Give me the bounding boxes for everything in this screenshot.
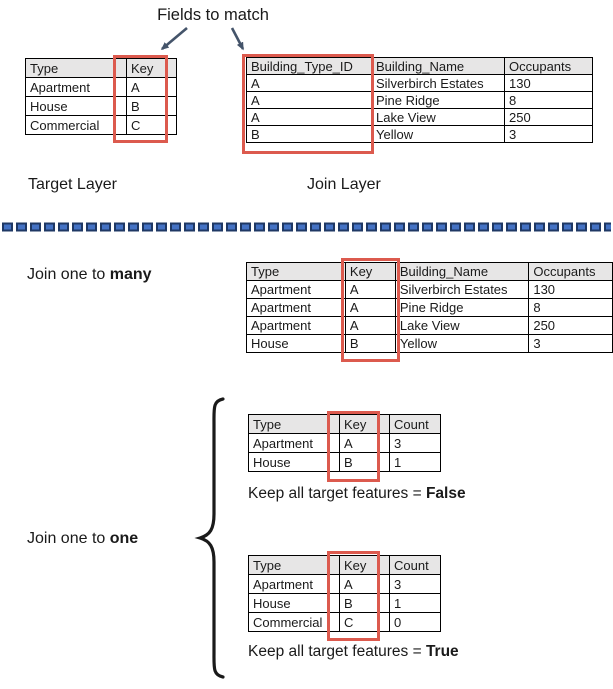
- target-key-highlight: [113, 55, 168, 143]
- table-cell: B: [344, 334, 396, 353]
- table-cell: Apartment: [248, 574, 340, 594]
- table-cell: Silverbirch Estates: [394, 280, 530, 299]
- column-header: Occupants: [528, 262, 613, 281]
- label-bold-text: many: [109, 266, 152, 283]
- table-cell: 0: [389, 612, 441, 632]
- table-cell: Pine Ridge: [371, 91, 505, 109]
- table-cell: 1: [389, 593, 441, 613]
- join-one-to-many-label: Join one to many: [27, 266, 152, 284]
- arrow-to-join-key-icon: [230, 27, 245, 51]
- table-cell: House: [248, 452, 340, 472]
- column-header: Building_Type_ID: [246, 57, 372, 75]
- table-cell: Apartment: [248, 433, 340, 453]
- join-one-to-one-label: Join one to one: [27, 530, 138, 548]
- column-header: Type: [248, 414, 340, 434]
- table-cell: Apartment: [246, 280, 346, 299]
- many-key-highlight: [341, 258, 400, 362]
- table-cell: 250: [528, 316, 613, 335]
- table-cell: Lake View: [371, 108, 505, 126]
- column-header: Occupants: [504, 57, 593, 75]
- column-header: Count: [389, 414, 441, 434]
- join-key-highlight: [242, 54, 374, 154]
- table-cell: C: [126, 115, 177, 135]
- table-cell: 130: [504, 74, 593, 92]
- table-cell: Apartment: [246, 316, 346, 335]
- field-match-arrows-icon: [160, 27, 245, 51]
- table-cell: 3: [389, 433, 441, 453]
- table-cell: House: [25, 96, 127, 116]
- caption-bold-text: True: [425, 643, 459, 660]
- table-cell: House: [246, 334, 346, 353]
- curly-brace-icon: [194, 397, 225, 679]
- label-bold-text: one: [109, 530, 139, 547]
- table-cell: Yellow: [394, 334, 530, 353]
- table-cell: House: [248, 593, 340, 613]
- false-key-highlight: [327, 411, 380, 482]
- column-header: Type: [25, 58, 127, 78]
- table-cell: 250: [504, 108, 593, 126]
- true-key-highlight: [327, 551, 380, 641]
- label-text: Join one to: [27, 530, 110, 547]
- table-cell: Commercial: [25, 115, 127, 135]
- table-cell: 3: [528, 334, 613, 353]
- caption-text: Keep all target features =: [248, 485, 426, 502]
- column-header: Count: [389, 555, 441, 575]
- keep-true-caption: Keep all target features = True: [248, 643, 459, 661]
- section-divider: [2, 222, 611, 232]
- table-cell: Yellow: [371, 125, 505, 143]
- fields-to-match-label: Fields to match: [157, 6, 269, 24]
- caption-text: Keep all target features =: [248, 643, 426, 660]
- table-cell: 8: [528, 298, 613, 317]
- table-cell: 130: [528, 280, 613, 299]
- label-text: Join one to: [27, 266, 110, 283]
- arrow-to-target-key-icon: [160, 27, 188, 50]
- join-layer-label: Join Layer: [307, 176, 381, 193]
- table-cell: Commercial: [248, 612, 340, 632]
- column-header: Building_Name: [394, 262, 530, 281]
- caption-bold-text: False: [425, 485, 466, 502]
- table-cell: Apartment: [246, 298, 346, 317]
- target-layer-label: Target Layer: [28, 176, 117, 193]
- table-cell: Lake View: [394, 316, 530, 335]
- column-header: Type: [248, 555, 340, 575]
- table-cell: B: [246, 125, 372, 143]
- table-cell: 3: [504, 125, 593, 143]
- table-cell: Apartment: [25, 77, 127, 97]
- column-header: Building_Name: [371, 57, 505, 75]
- keep-false-caption: Keep all target features = False: [248, 485, 466, 503]
- table-cell: Silverbirch Estates: [371, 74, 505, 92]
- column-header: Type: [246, 262, 346, 281]
- table-cell: 1: [389, 452, 441, 472]
- table-cell: 8: [504, 91, 593, 109]
- table-cell: Pine Ridge: [394, 298, 530, 317]
- table-cell: 3: [389, 574, 441, 594]
